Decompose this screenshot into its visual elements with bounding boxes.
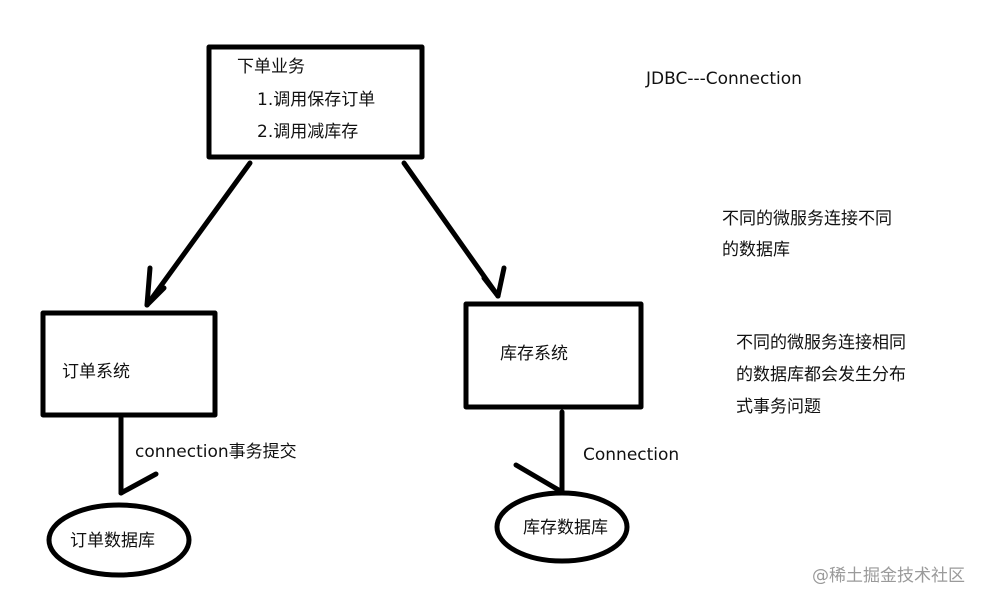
watermark: @稀土掘金技术社区: [812, 566, 965, 586]
order-db-label: 订单数据库: [70, 531, 155, 551]
top-box-title: 下单业务: [237, 57, 305, 77]
inventory-db-label: 库存数据库: [523, 518, 608, 538]
top-box-step-1: 1.调用保存订单: [257, 90, 376, 110]
arrow-to-order-system: [144, 160, 253, 308]
edge-inventory-label: Connection: [583, 445, 680, 465]
different-db-note-line-2: 的数据库: [722, 240, 790, 260]
different-db-note-line-1: 不同的微服务连接不同: [722, 209, 892, 229]
top-box-step-2: 2.调用减库存: [257, 122, 359, 142]
same-db-note-line-1: 不同的微服务连接相同: [736, 333, 906, 353]
order-system-label: 订单系统: [62, 362, 130, 382]
inventory-system-label: 库存系统: [500, 344, 568, 364]
order-db-ellipse: [46, 502, 192, 578]
arrow-to-order-db: [118, 415, 159, 496]
edge-order-label: connection事务提交: [135, 442, 297, 462]
order-system-box: [40, 310, 218, 418]
same-db-note-line-3: 式事务问题: [736, 397, 821, 417]
jdbc-note: JDBC---Connection: [646, 69, 802, 89]
top-box: [206, 44, 425, 160]
inventory-system-box: [463, 301, 644, 410]
arrow-to-inventory-db: [513, 409, 565, 495]
same-db-note-line-2: 的数据库都会发生分布: [736, 365, 906, 385]
arrow-to-inventory-system: [401, 160, 507, 299]
